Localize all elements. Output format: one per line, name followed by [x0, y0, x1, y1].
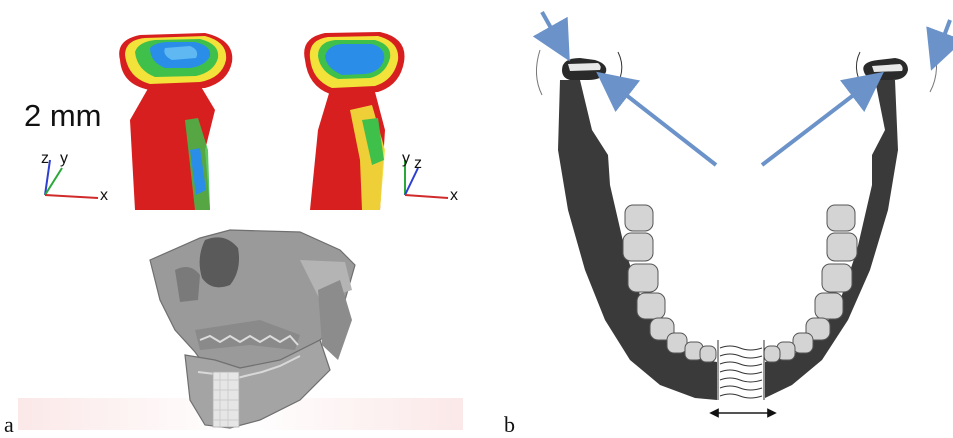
right-axis-y-label: y [402, 150, 410, 167]
panel-b: b [480, 0, 953, 438]
right-condyle-model [304, 32, 404, 210]
panel-a: z y x y z x 2 mm a [0, 0, 480, 438]
right-axis-x-label: x [450, 187, 458, 204]
panel-label-a: a [4, 412, 14, 438]
left-condyle-model [119, 33, 232, 210]
panel-label-b: b [504, 412, 515, 438]
right-axis-z-label: z [414, 155, 422, 172]
right-axis-triad [405, 160, 448, 198]
mandible-diagram [536, 40, 936, 400]
left-axis-y-label: y [60, 150, 68, 167]
panel-b-figure [480, 0, 953, 438]
panel-a-figure: z y x y z x [0, 0, 480, 438]
left-axis-z-label: z [41, 150, 49, 167]
scale-label: 2 mm [24, 98, 102, 134]
left-axis-x-label: x [100, 187, 108, 204]
left-axis-triad [45, 160, 98, 198]
